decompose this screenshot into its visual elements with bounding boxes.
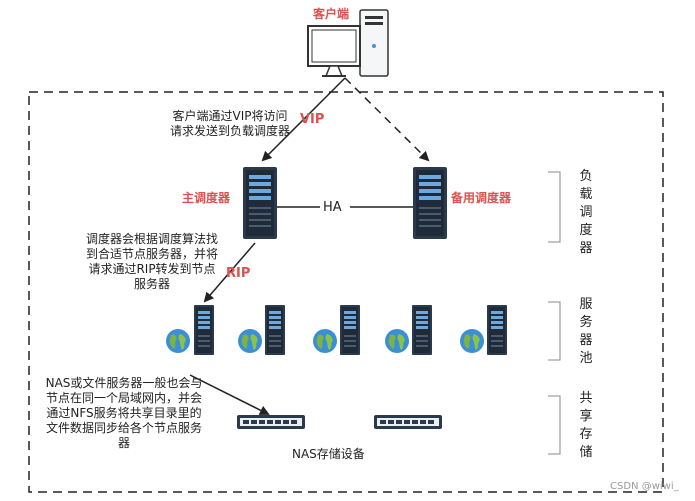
client-label: 客户端	[313, 7, 350, 21]
nas-switch-icon	[237, 415, 305, 429]
note-scheduler: 调度器会根据调度算法找到合适节点服务器，并将请求通过RIP转发到节点服务器	[85, 232, 218, 291]
cluster-boundary	[28, 91, 664, 493]
vip-label: VIP	[300, 112, 325, 127]
ha-label: HA	[323, 200, 342, 215]
network-globe-icon	[385, 329, 409, 353]
tier-bracket-load	[548, 171, 561, 243]
node-server-icon	[265, 305, 285, 355]
node-server-icon	[487, 305, 507, 355]
backup-scheduler-label: 备用调度器	[451, 191, 512, 205]
network-globe-icon	[313, 329, 337, 353]
network-globe-icon	[238, 329, 262, 353]
note-nas: NAS或文件服务器一般也会与节点在同一个局域网内，并会通过NFS服务将共享目录里…	[45, 376, 203, 450]
nfs-arrow	[189, 374, 270, 415]
watermark: CSDN @wiwi_	[610, 481, 679, 492]
nas-switch-icon	[374, 415, 442, 429]
network-globe-icon	[166, 329, 190, 353]
client-computer-icon	[307, 9, 389, 77]
main-scheduler-server-icon	[243, 167, 277, 239]
vip-arrow-main	[261, 77, 346, 162]
main-scheduler-label: 主调度器	[182, 191, 231, 205]
node-server-icon	[340, 305, 360, 355]
node-server-icon	[194, 305, 214, 355]
tier-label-load: 负载调度器	[579, 169, 593, 256]
rip-label: RIP	[226, 266, 251, 281]
vip-arrow-backup	[344, 77, 430, 162]
tier-label-pool: 服务器池	[579, 297, 593, 366]
nas-label: NAS存储设备	[292, 447, 365, 461]
network-globe-icon	[460, 329, 484, 353]
rip-arrow	[203, 242, 256, 303]
tier-bracket-pool	[548, 301, 561, 361]
tier-label-storage: 共享存储	[579, 391, 593, 460]
node-server-icon	[412, 305, 432, 355]
note-client: 客户端通过VIP将访问请求发送到负载调度器	[170, 109, 291, 138]
backup-scheduler-server-icon	[413, 167, 447, 239]
tier-bracket-storage	[548, 395, 561, 455]
